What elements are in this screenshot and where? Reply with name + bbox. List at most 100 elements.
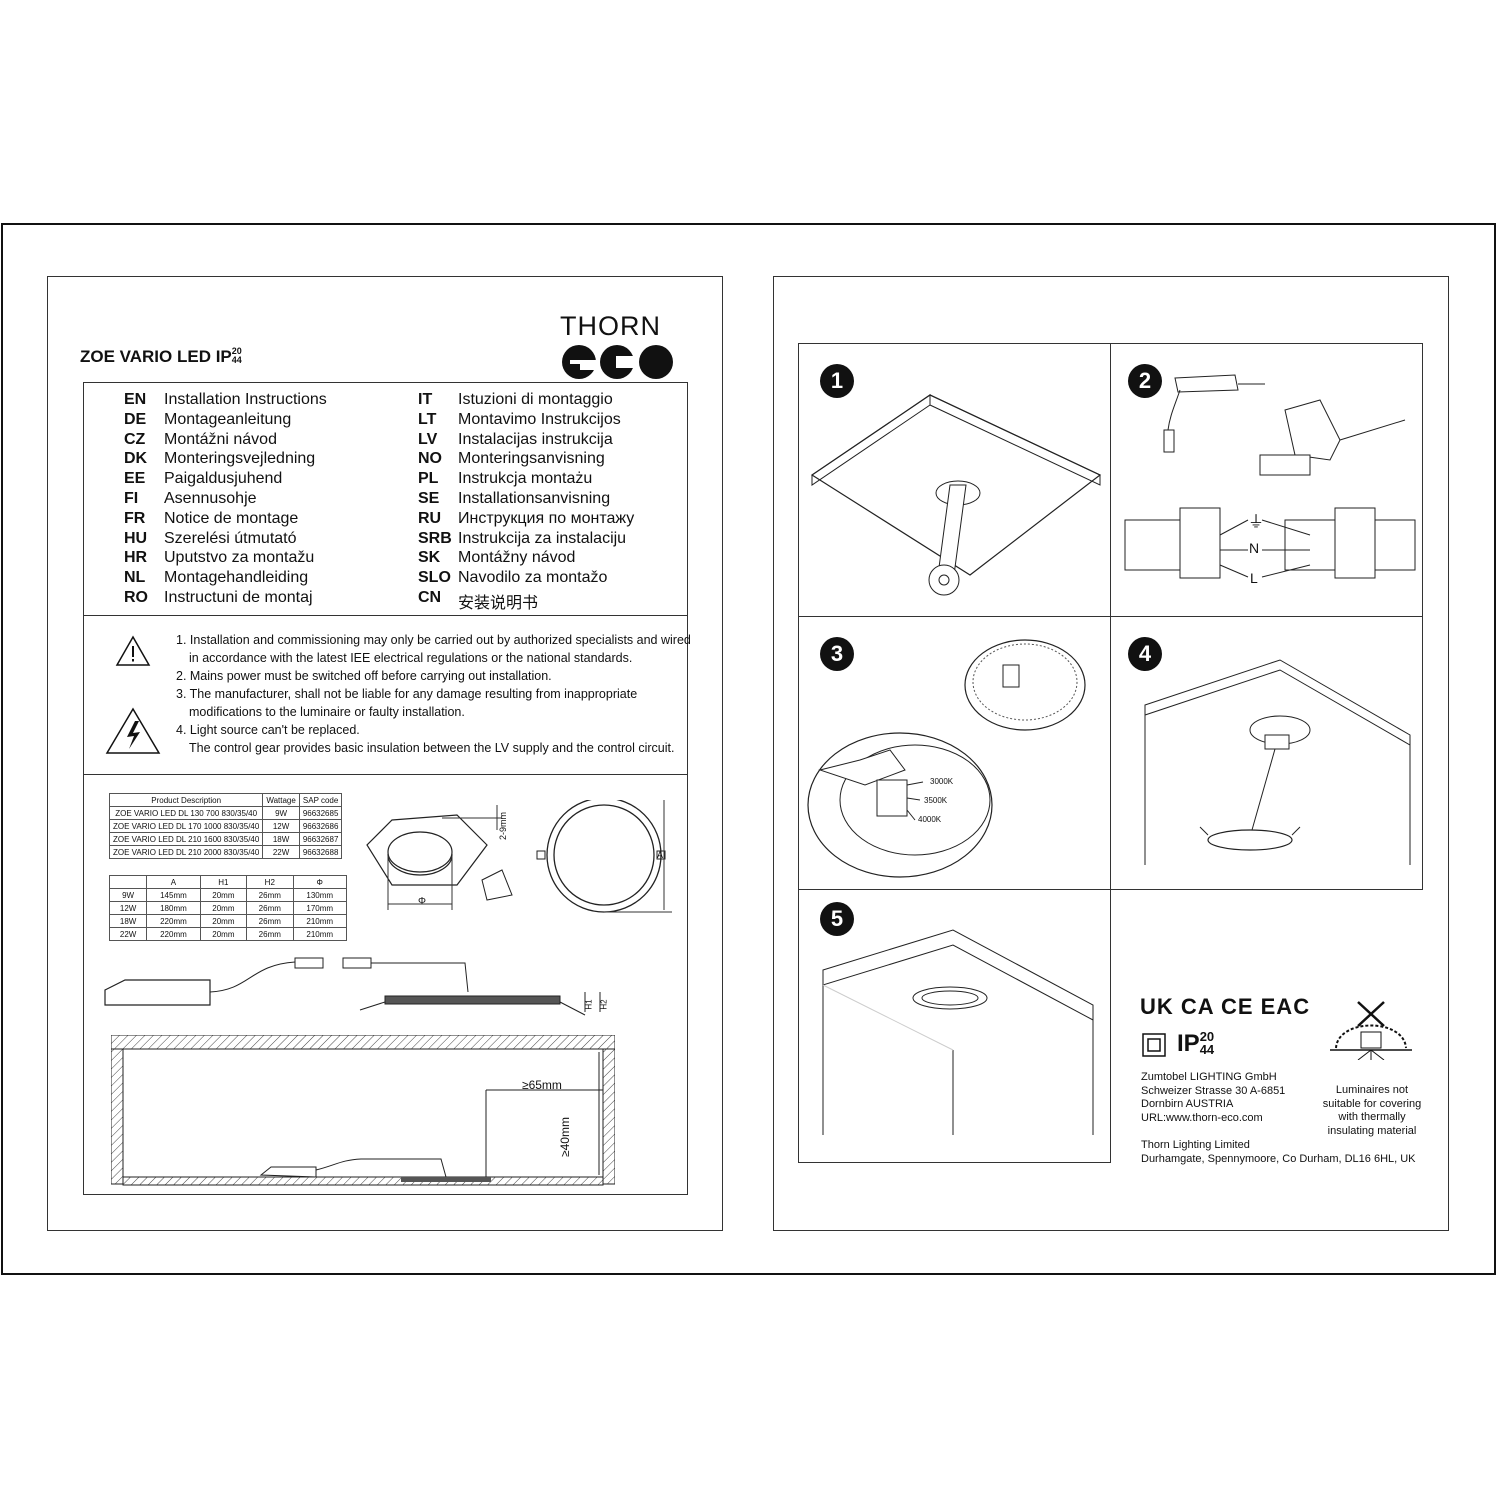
text-line: Dornbirn AUSTRIA [1141,1098,1234,1110]
language-name: Instrukcja montażu [458,470,593,488]
language-name: Monteringsvejledning [164,450,316,468]
language-code: FR [124,509,146,527]
step-4-panel [1111,616,1423,890]
step-1-number: 1 [820,364,854,398]
cct-3000k-label: 3000K [930,777,954,786]
language-code: LV [418,430,438,448]
language-code: CN [418,589,442,606]
cert-marks: UK CA CE EAC [1140,994,1311,1019]
language-code: RU [418,509,442,527]
language-name: Instalacijas instrukcija [458,430,613,448]
table-cell: 9W [262,806,300,820]
step-5-number: 5 [820,902,854,936]
warning-line: 4. Light source can't be replaced. [176,723,360,737]
table-cell: ZOE VARIO LED DL 170 1000 830/35/40 [108,819,264,833]
table-cell: 130mm [292,888,347,902]
step-3-cct-switch-drawing [807,639,1086,878]
table-cell: 26mm [246,901,294,915]
language-code: IT [418,391,433,408]
language-name: Navodilo za montažo [458,569,608,587]
table-cell: 22W [108,927,148,941]
language-name: Montavimo Instrukcijos [458,410,621,428]
content-frame [83,382,688,1195]
cct-3500k-label: 3500K [924,796,948,805]
table-header-cell: H1 [199,875,248,889]
class-iii-icon [1142,1033,1166,1057]
text-line: Schweizer Strasse 30 A-6851 [1141,1084,1286,1097]
ip-bottom: 44 [231,355,242,365]
language-name: Asennusohje [164,490,257,507]
divider-2 [83,774,688,775]
step-5-panel [798,889,1111,1163]
table-cell: 96632685 [298,806,343,820]
language-name: Istuzioni di montaggio [458,391,613,408]
dim-a-label: A [657,850,664,860]
text-line: suitable for covering [1322,1097,1422,1110]
dim-h2-label: H2 [599,999,609,1010]
dim-min-side-label: ≥65mm [522,1078,562,1092]
brand-name: THORN [560,311,661,341]
table-header-cell [108,875,148,889]
table-header-cell: H2 [246,875,294,889]
language-code: SK [418,549,441,567]
language-code: HR [124,549,148,567]
text-line: with thermally [1338,1111,1406,1123]
step-3-panel [798,616,1111,890]
language-name: Paigaldusjuhend [164,470,283,488]
language-name: Montážni návod [164,430,277,448]
step-4-connect-drawing [1144,659,1411,865]
language-name: 安装说明书 [458,595,539,612]
language-name: Montážny návod [458,549,576,567]
text-line: URL:www.thorn-eco.com [1141,1111,1263,1124]
table-cell: 145mm [146,888,201,902]
step-4-number: 4 [1128,637,1162,671]
dim-h1-label: H1 [584,999,594,1010]
language-name: Instrukcija za instalaciju [458,529,627,547]
step-1-panel [798,343,1111,617]
table-header-cell: A [146,875,201,889]
table-cell: 96632688 [298,845,343,859]
warning-line: modifications to the luminaire or faulty… [189,705,465,719]
warning-line: 2. Mains power must be switched off befo… [176,669,552,683]
table-cell: ZOE VARIO LED DL 130 700 830/35/40 [108,806,264,820]
left-page [47,276,723,1231]
table-cell: 96632687 [298,832,343,846]
table-cell: ZOE VARIO LED DL 210 1600 830/35/40 [108,832,264,846]
table-cell: 26mm [246,927,294,941]
step-2-wiring-drawing [1124,374,1416,579]
table-cell: 210mm [292,914,347,928]
dim-min-depth-label: ≥40mm [557,1117,572,1157]
cert-ip-text: IP [1177,1030,1200,1057]
text-line: Durhamgate, Spennymoore, Co Durham, DL16… [1141,1152,1416,1165]
table-header-cell: Φ [292,875,347,889]
divider-1 [83,615,688,616]
table-cell: 96632686 [298,819,343,833]
table-cell: 220mm [146,927,201,941]
language-code: DE [124,410,147,428]
table-cell: 26mm [246,914,294,928]
language-name: Montagehandleiding [164,569,309,587]
language-name: Monteringsanvisning [458,450,605,468]
table-cell: 20mm [199,901,248,915]
product-title-text: ZOE VARIO LED IP [80,347,232,366]
language-code: NL [124,569,146,587]
language-code: EE [124,470,146,488]
wiring-n-label: N [1249,540,1260,556]
dim-cutout-label: 2-9mm [498,811,508,840]
table-cell: 22W [262,845,300,859]
language-code: SLO [418,569,451,587]
text-line: Thorn Lighting Limited [1141,1139,1250,1151]
language-code: RO [124,589,148,606]
wiring-earth-label: ⏚ [1248,514,1265,531]
sheet-border [1,223,1496,1275]
cert-ip-top: 20 [1199,1029,1215,1044]
